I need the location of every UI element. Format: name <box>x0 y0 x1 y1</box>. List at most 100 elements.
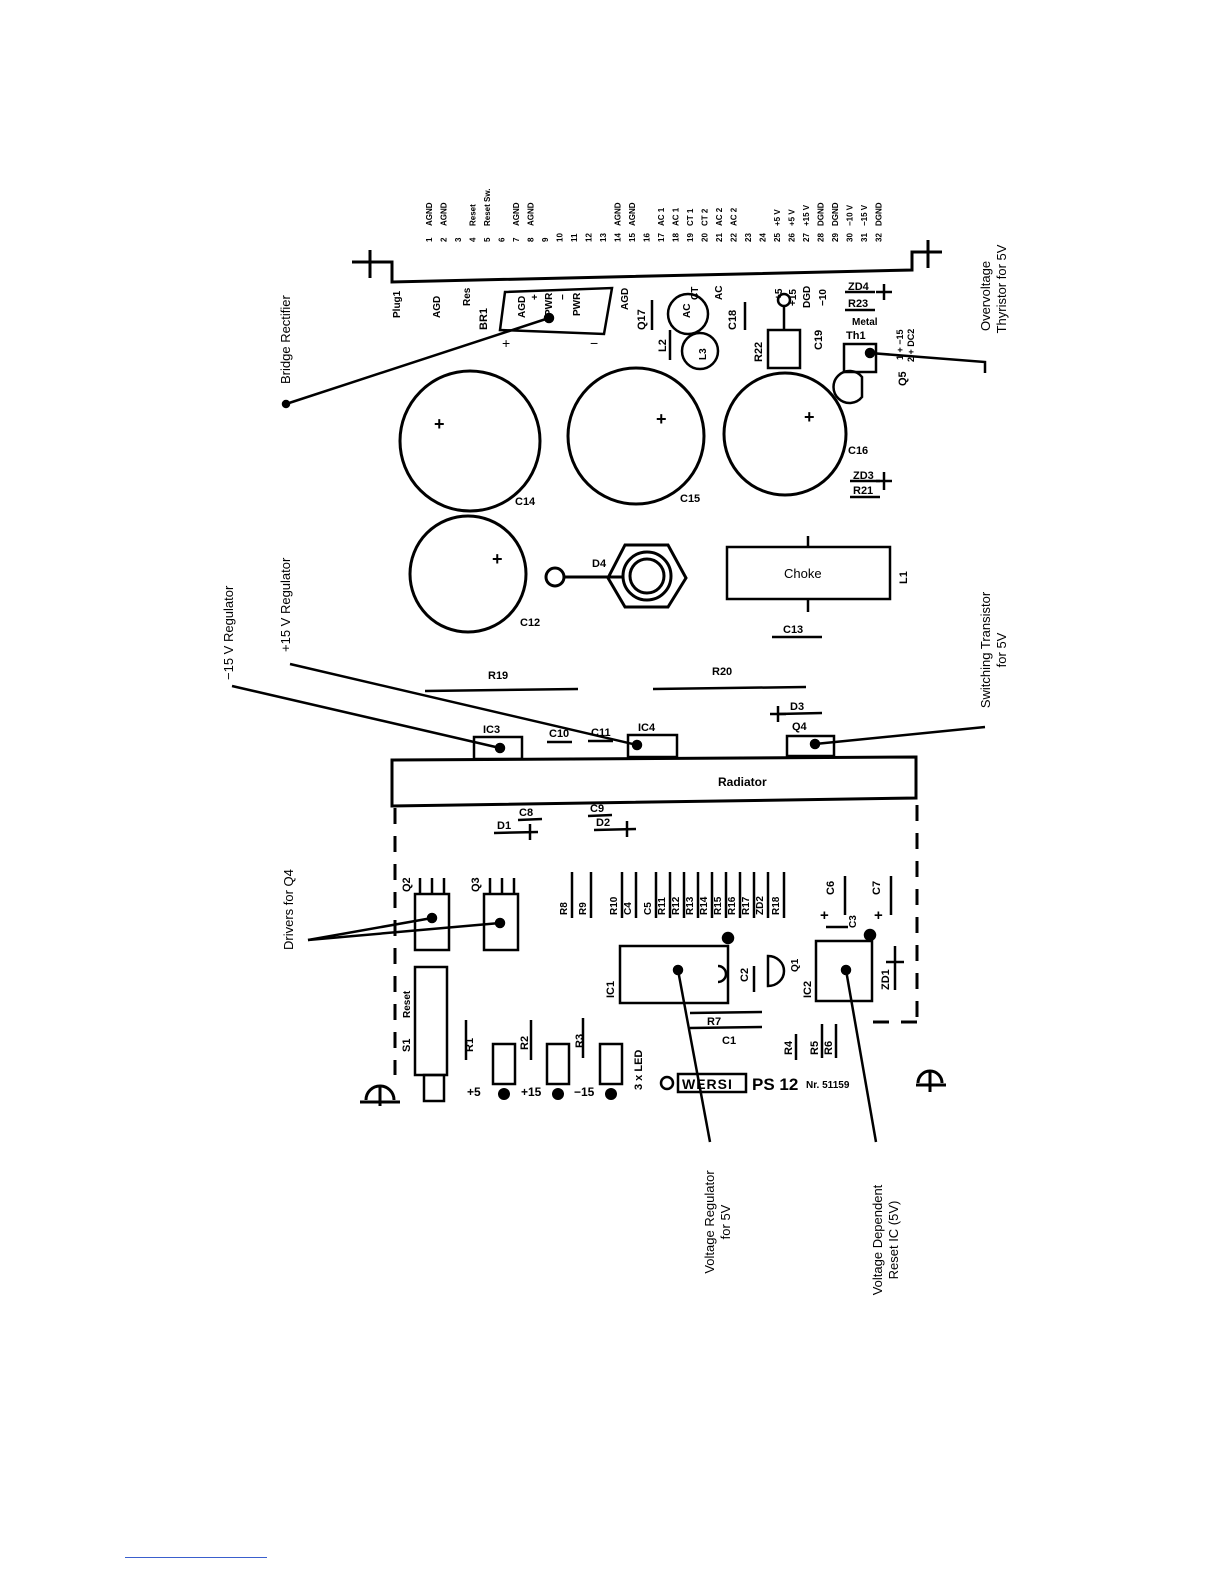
label-led-count: 3 x LED <box>633 1050 645 1090</box>
connector-pin-name-26: +5 V <box>788 209 797 226</box>
label-zd4: ZD4 <box>848 281 870 293</box>
edge-label-2: Res <box>462 287 473 306</box>
label-c4: C4 <box>623 902 634 915</box>
label-zd1: ZD1 <box>880 969 892 990</box>
connector-pin-name-15: AGND <box>628 202 637 226</box>
bridge-rectifier-br1: BR1 + − <box>478 286 614 351</box>
label-br1-minus: − <box>590 335 598 351</box>
edge-label-15: −10 <box>818 289 829 306</box>
edge-label-0: Plug1 <box>392 290 403 318</box>
label-d1: D1 <box>497 820 511 832</box>
label-r23: R23 <box>848 298 868 310</box>
connector-pin-12: 12 <box>585 233 594 242</box>
connector-pin-18: 18 <box>672 233 681 242</box>
led-1-label: +15 <box>521 1085 542 1099</box>
label-r17: R17 <box>741 896 752 915</box>
reset-switch-s1 <box>413 965 449 1103</box>
label-q2: Q2 <box>401 877 413 892</box>
edge-label-9: AC <box>682 304 693 318</box>
connector-pin-name-5: Reset Sw. <box>483 189 492 227</box>
edge-label-3: AGD <box>517 296 528 318</box>
connector-pin-name-20: CT 2 <box>701 208 710 226</box>
callout-reset-2: Reset IC (5V) <box>886 1201 901 1280</box>
label-c1: C1 <box>722 1035 736 1047</box>
callout-overvoltage-1: Overvoltage <box>978 261 993 331</box>
label-c5: C5 <box>643 902 654 915</box>
connector-pin-10: 10 <box>556 233 565 242</box>
c14-plus: + <box>434 414 445 434</box>
model-name: PS 12 <box>752 1075 798 1094</box>
c12-plus: + <box>492 549 503 569</box>
edge-label-14: DGD <box>802 286 813 308</box>
led-2-label: −15 <box>574 1085 595 1099</box>
edge-label-8: AGD <box>620 288 631 310</box>
label-ic3: IC3 <box>483 724 500 736</box>
ic2-reset <box>814 928 904 1003</box>
label-r22: R22 <box>753 342 765 362</box>
connector-pin-name-19: CT 1 <box>686 208 695 226</box>
zd4-r23-group <box>845 284 892 312</box>
connector-pin-name-22: AC 2 <box>730 207 739 226</box>
connector-pin-27: 27 <box>802 233 811 242</box>
callout-vreg-2: for 5V <box>718 1204 733 1239</box>
label-r18: R18 <box>771 896 782 915</box>
big-capacitors <box>398 366 848 634</box>
led-1-body <box>545 1042 571 1086</box>
label-q5: Q5 <box>897 371 909 386</box>
led-2-body <box>598 1042 624 1086</box>
connector-pin-name-29: DGND <box>831 202 840 226</box>
label-r10: R10 <box>609 896 620 915</box>
callout-reset-1: Voltage Dependent <box>870 1184 885 1295</box>
regulators-on-radiator <box>472 733 679 761</box>
connector-pin-6: 6 <box>498 237 507 242</box>
label-r6: R6 <box>823 1041 835 1055</box>
edge-label-4: + <box>530 294 541 300</box>
connector-pin-name-21: AC 2 <box>715 207 724 226</box>
callout-drivers: Drivers for Q4 <box>281 869 296 950</box>
label-r16: R16 <box>727 896 738 915</box>
connector-pin-26: 26 <box>788 233 797 242</box>
edge-label-12: +5 <box>774 288 785 300</box>
mounting-marks <box>360 1069 946 1106</box>
label-r21: R21 <box>853 485 873 497</box>
connector-pin-7: 7 <box>512 237 521 242</box>
label-d2: D2 <box>596 817 610 829</box>
edge-label-5: PWR <box>544 292 555 316</box>
footer-rule <box>125 1557 267 1558</box>
label-l3: L3 <box>698 348 709 360</box>
label-d3: D3 <box>790 701 804 713</box>
callout-bridge-rectifier: Bridge Rectifier <box>278 294 293 384</box>
label-c8: C8 <box>519 807 533 819</box>
label-th-pins: 1 + −15 <box>895 329 905 360</box>
connector-pin-name-28: DGND <box>817 202 826 226</box>
label-q3: Q3 <box>470 877 482 892</box>
connector-pin-11: 11 <box>570 233 579 242</box>
c6-c7-group <box>826 876 893 929</box>
ic1-voltage-regulator <box>618 931 735 1005</box>
c6-plus: + <box>820 907 829 924</box>
led-0-body <box>491 1042 517 1086</box>
connector-pin-25: 25 <box>773 233 782 242</box>
r22-group <box>766 292 802 370</box>
connector-pin-2: 2 <box>440 237 449 242</box>
connector-pin-30: 30 <box>846 233 855 242</box>
label-ic1: IC1 <box>605 981 617 998</box>
r7-c1-r4-r5-r6 <box>689 1010 838 1060</box>
label-r7: R7 <box>707 1016 721 1028</box>
label-r12: R12 <box>671 896 682 915</box>
label-c14: C14 <box>515 496 536 508</box>
connector-pin-22: 22 <box>730 233 739 242</box>
q17-l2-l3-group <box>650 292 720 371</box>
connector-pin-24: 24 <box>759 233 768 242</box>
connector-pin-21: 21 <box>715 233 724 242</box>
edge-connector <box>352 240 942 284</box>
label-c16: C16 <box>848 445 868 457</box>
c8-d1-c9-d2 <box>493 813 637 840</box>
connector-pin-15: 15 <box>628 233 637 242</box>
label-zd2: ZD2 <box>755 896 766 915</box>
zd3-r21-group <box>850 472 892 499</box>
connector-pin-name-17: AC 1 <box>657 207 666 226</box>
label-r5: R5 <box>809 1041 821 1055</box>
radiator <box>390 755 918 808</box>
